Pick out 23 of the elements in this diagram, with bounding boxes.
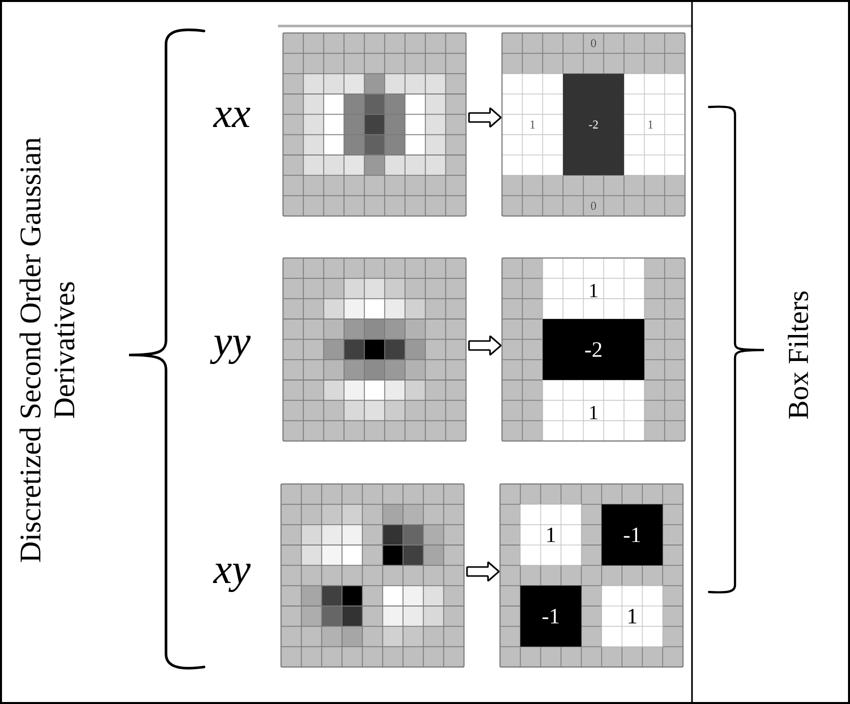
cell-value: 1 <box>628 608 636 624</box>
brace-label: Box Filters <box>788 291 808 419</box>
row-label: yy <box>210 336 251 364</box>
pixel-grid <box>280 483 465 668</box>
cell-value: 1 <box>547 528 555 542</box>
block-arrow <box>466 562 500 582</box>
block-arrow <box>468 336 502 356</box>
row-label: xx <box>212 108 250 127</box>
cell-value: -1 <box>624 528 640 542</box>
block-arrow <box>468 108 502 128</box>
pixel-grid <box>282 32 467 217</box>
cell-value: -2 <box>585 342 602 357</box>
cell-value: -1 <box>542 608 559 624</box>
pixel-grid <box>282 257 467 442</box>
cell-value: -2 <box>588 120 598 128</box>
cell-value: 1 <box>590 406 598 420</box>
cell-value: 0 <box>590 202 596 210</box>
cell-value: 0 <box>590 39 596 48</box>
row-label: xy <box>212 564 251 592</box>
brace-label: Discretized Second Order Gaussian Derivatives <box>20 138 74 562</box>
cell-value: 1 <box>590 284 598 298</box>
cell-value: 1 <box>530 120 535 128</box>
cell-value: 1 <box>648 120 653 128</box>
